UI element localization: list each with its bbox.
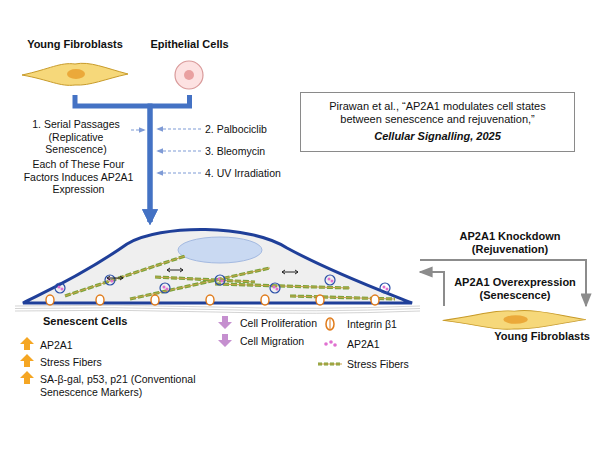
- substrate: [15, 310, 420, 313]
- ap2a1: [218, 278, 221, 281]
- cell-node: Young Fibroblasts: [20, 38, 130, 95]
- citation-box: Pirawan et al., “AP2A1 modulates cell st…: [300, 92, 575, 152]
- up-arrow: [20, 371, 34, 384]
- senescent-cell-node: Senescent Cells: [15, 222, 420, 330]
- ap2a1: [328, 278, 331, 281]
- ap2a1: [58, 286, 61, 289]
- factor-label: 1. Serial Passages (Replicative Senescen…: [20, 118, 132, 156]
- legend-text: Cell Proliferation: [240, 317, 330, 330]
- epithelial-cell: [175, 61, 203, 89]
- vesicle: [55, 283, 65, 293]
- up-arrow: [20, 354, 34, 367]
- edge-label: AP2A1 Overexpression (Senescence): [449, 276, 581, 302]
- ap2a1: [163, 286, 166, 289]
- stress-fiber: [155, 277, 255, 282]
- cell-nucleus: [184, 70, 194, 80]
- node-label: Senescent Cells: [43, 315, 127, 328]
- ap2a1: [331, 280, 334, 283]
- legend-text: AP2A1: [40, 339, 200, 352]
- factor-label: 4. UV Irradiation: [205, 167, 295, 180]
- vesicle: [380, 283, 390, 293]
- ap2a1-icon: [324, 340, 337, 347]
- cell-nucleus: [503, 315, 527, 324]
- ap2a1: [221, 280, 224, 283]
- integrin-icon: [326, 318, 334, 330]
- dashed-arrow: [131, 129, 145, 130]
- integrin: [46, 295, 54, 305]
- cell-outline: [23, 229, 412, 303]
- vesicle: [215, 275, 225, 285]
- vesicle: [270, 283, 280, 293]
- integrin: [96, 295, 104, 305]
- cell-node: Epithelial Cells: [142, 38, 237, 95]
- legend-text: SA-β-gal, p53, p21 (Conventional Senesce…: [40, 373, 215, 398]
- cell-body: [443, 310, 586, 329]
- dashed-arrow: [157, 128, 201, 129]
- ap2a1: [111, 280, 114, 283]
- up-arrow-icons: [20, 337, 34, 384]
- integrin-icon: [330, 319, 331, 329]
- legend-text: Stress Fibers: [40, 356, 200, 369]
- node-label: Epithelial Cells: [142, 38, 237, 51]
- vesicle: [325, 275, 335, 285]
- cell-node: Young Fibroblasts: [440, 306, 590, 344]
- connector-arrow: [420, 272, 444, 306]
- migration-arrow: [167, 268, 183, 272]
- ap2a1: [166, 288, 169, 291]
- cell-illustration: [15, 222, 420, 314]
- integrin: [261, 295, 269, 305]
- edge-label: AP2A1 Knockdown (Rejuvenation): [444, 230, 576, 256]
- cell-nucleus: [178, 237, 262, 263]
- connector-arrow: [420, 260, 586, 306]
- up-arrow: [20, 337, 34, 350]
- cell-body: [22, 63, 128, 85]
- legend-text: Integrin β1: [347, 318, 432, 331]
- integrin: [206, 295, 214, 305]
- ap2a1: [276, 288, 279, 291]
- factor-label: 3. Bleomycin: [205, 145, 295, 158]
- cell-illustration: [20, 58, 130, 92]
- cell-nucleus: [67, 69, 85, 79]
- legend-text: Cell Migration: [240, 335, 330, 348]
- ap2a1: [383, 286, 386, 289]
- integrin: [316, 295, 324, 305]
- fibroblast-cell: [22, 63, 128, 85]
- integrin: [151, 295, 159, 305]
- note: Each of These Four Factors Induces AP2A1…: [20, 158, 137, 196]
- ap2a1: [273, 286, 276, 289]
- node-label: Young Fibroblasts: [494, 330, 590, 343]
- node-sublabel: Cellular Signalling, 2025: [311, 130, 564, 143]
- fibroblast-cell: [443, 310, 586, 329]
- cell-illustration: [440, 306, 590, 330]
- dashed-arrow: [157, 150, 201, 151]
- ap2a1: [61, 288, 64, 291]
- stress-fiber-icon: [318, 363, 342, 366]
- dashed-arrow: [157, 172, 201, 173]
- migration-arrow: [282, 270, 298, 274]
- connector-arrow: [150, 95, 190, 222]
- node-label: Pirawan et al., “AP2A1 modulates cell st…: [311, 100, 564, 126]
- down-arrow: [218, 334, 232, 347]
- down-arrow: [218, 316, 232, 329]
- cell-illustration: [142, 57, 237, 93]
- down-arrow-icons: [218, 316, 232, 347]
- legend-text: Stress Fibers: [347, 358, 432, 371]
- vesicle: [160, 283, 170, 293]
- factor-label: 2. Palbociclib: [205, 123, 295, 136]
- migration-arrow: [107, 276, 123, 280]
- stress-fiber-icon: [318, 364, 342, 365]
- node-label: Young Fibroblasts: [20, 38, 130, 51]
- legend-text: AP2A1: [347, 338, 432, 351]
- ap2a1: [386, 288, 389, 291]
- stress-fiber: [155, 277, 255, 282]
- integrin: [371, 295, 379, 305]
